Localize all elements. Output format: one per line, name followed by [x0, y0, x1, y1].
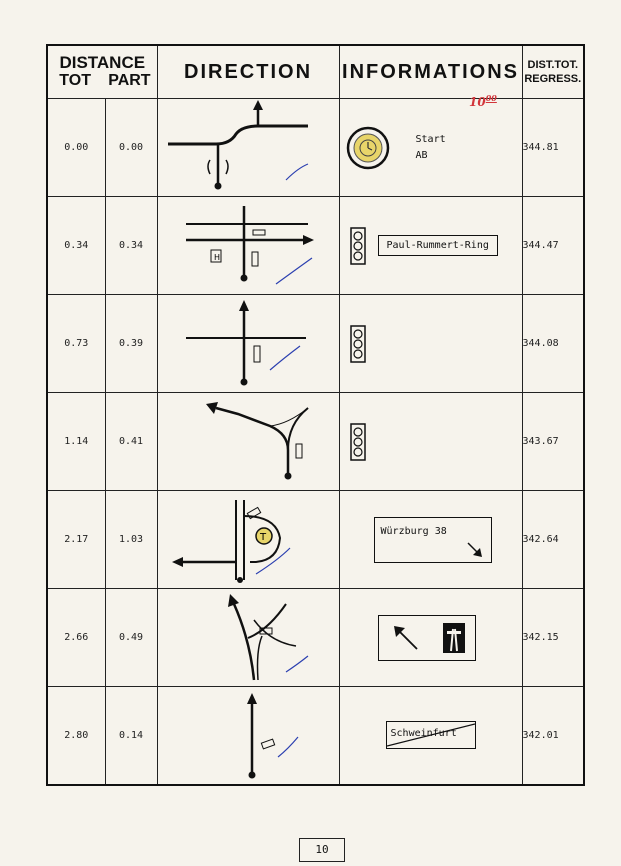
table-row: 2.66 0.49 — [46, 588, 585, 687]
arrow-up-left-icon — [393, 625, 418, 650]
direction-diagram — [156, 98, 340, 197]
tulip-start-right-icon — [167, 99, 308, 189]
tot-cell: 0.73 — [46, 294, 106, 393]
info-cell: Paul-Rummert-Ring — [338, 196, 523, 295]
part-cell: 0.00 — [104, 98, 158, 197]
motorway-sign — [377, 614, 476, 661]
table-row: 0.73 0.39 — [46, 294, 585, 393]
direction-diagram — [156, 294, 340, 393]
tot-cell: 2.80 — [46, 686, 106, 785]
regress-cell: 344.81 — [521, 98, 585, 197]
table-row: 2.80 0.14 Schweinfurt — [46, 686, 585, 785]
tot-cell: 0.34 — [46, 196, 106, 295]
traffic-light-icon — [349, 226, 366, 265]
handwritten-hour: 10 — [469, 95, 486, 109]
header-part: PART — [108, 72, 151, 89]
regress-cell: 344.47 — [521, 196, 585, 295]
regress-cell: 342.64 — [521, 490, 585, 589]
info-cell — [338, 294, 523, 393]
header-direction: DIRECTION — [156, 44, 340, 99]
direction-diagram — [156, 392, 340, 491]
destination-label: Würzburg 38 — [380, 525, 447, 537]
tot-cell: 2.66 — [46, 588, 106, 687]
sign-strike-icon — [386, 723, 475, 747]
arrow-down-right-icon — [466, 541, 482, 557]
info-cell: Schweinfurt — [338, 686, 523, 785]
direction-sign: Würzburg 38 — [373, 516, 492, 563]
direction-diagram — [156, 686, 340, 785]
tulip-crossroad-right-icon: H — [185, 205, 314, 284]
part-cell: 0.41 — [104, 392, 158, 491]
table-row: 2.17 1.03 T Würzburg 38 — [46, 490, 585, 589]
info-cell — [338, 392, 523, 491]
direction-diagram: H — [156, 196, 340, 295]
tot-cell: 2.17 — [46, 490, 106, 589]
part-cell: 0.14 — [104, 686, 158, 785]
roadbook-table: DISTANCE TOT PART DIRECTION INFORMATIONS… — [46, 44, 586, 786]
traffic-light-icon — [349, 324, 366, 363]
tot-cell: 1.14 — [46, 392, 106, 491]
header-tot: TOT — [59, 72, 91, 89]
motorway-icon — [442, 622, 465, 653]
tot-cell: 0.00 — [46, 98, 106, 197]
tulip-roundabout-left-icon: T — [171, 499, 290, 583]
svg-text:H: H — [214, 253, 220, 262]
table-row: 0.34 0.34 H — [46, 196, 585, 295]
info-cell: Würzburg 38 — [338, 490, 523, 589]
page-number: 10 — [299, 838, 345, 862]
traffic-light-icon — [349, 422, 366, 461]
part-cell: 0.34 — [104, 196, 158, 295]
info-cell — [338, 588, 523, 687]
header-informations: INFORMATIONS — [338, 44, 523, 99]
header-regress: REGRESS. — [524, 73, 582, 85]
header-row: DISTANCE TOT PART DIRECTION INFORMATIONS… — [46, 44, 585, 99]
direction-diagram — [156, 588, 340, 687]
part-cell: 0.39 — [104, 294, 158, 393]
handwritten-minutes: 00 — [485, 93, 497, 103]
tulip-straight-icon — [246, 693, 298, 779]
regress-cell: 344.08 — [521, 294, 585, 393]
header-dist-tot: DIST.TOT. — [527, 59, 579, 71]
info-start-label: Start — [415, 133, 446, 145]
header-distance-label: DISTANCE — [59, 53, 146, 72]
town-label: Schweinfurt — [390, 728, 457, 740]
handwritten-time: 1000 — [469, 93, 497, 109]
regress-cell: 342.15 — [521, 588, 585, 687]
street-sign: Paul-Rummert-Ring — [377, 235, 498, 256]
direction-diagram: T — [156, 490, 340, 589]
header-dist-tot-regress: DIST.TOT. REGRESS. — [521, 44, 585, 99]
table-row: 0.00 0.00 — [46, 98, 585, 197]
info-cell: Start AB — [338, 98, 523, 197]
clock-start-icon — [346, 126, 389, 169]
end-of-town-sign: Schweinfurt — [385, 721, 476, 750]
info-ab-label: AB — [415, 149, 428, 161]
svg-text:T: T — [259, 532, 267, 543]
tulip-crossroad-straight-icon — [185, 299, 306, 385]
part-cell: 1.03 — [104, 490, 158, 589]
regress-cell: 342.01 — [521, 686, 585, 785]
header-distance: DISTANCE TOT PART — [46, 44, 158, 99]
regress-cell: 343.67 — [521, 392, 585, 491]
tulip-fork-keep-left-icon — [227, 593, 308, 680]
table-row: 1.14 0.41 — [46, 392, 585, 491]
tulip-fork-left-icon — [205, 401, 309, 479]
part-cell: 0.49 — [104, 588, 158, 687]
